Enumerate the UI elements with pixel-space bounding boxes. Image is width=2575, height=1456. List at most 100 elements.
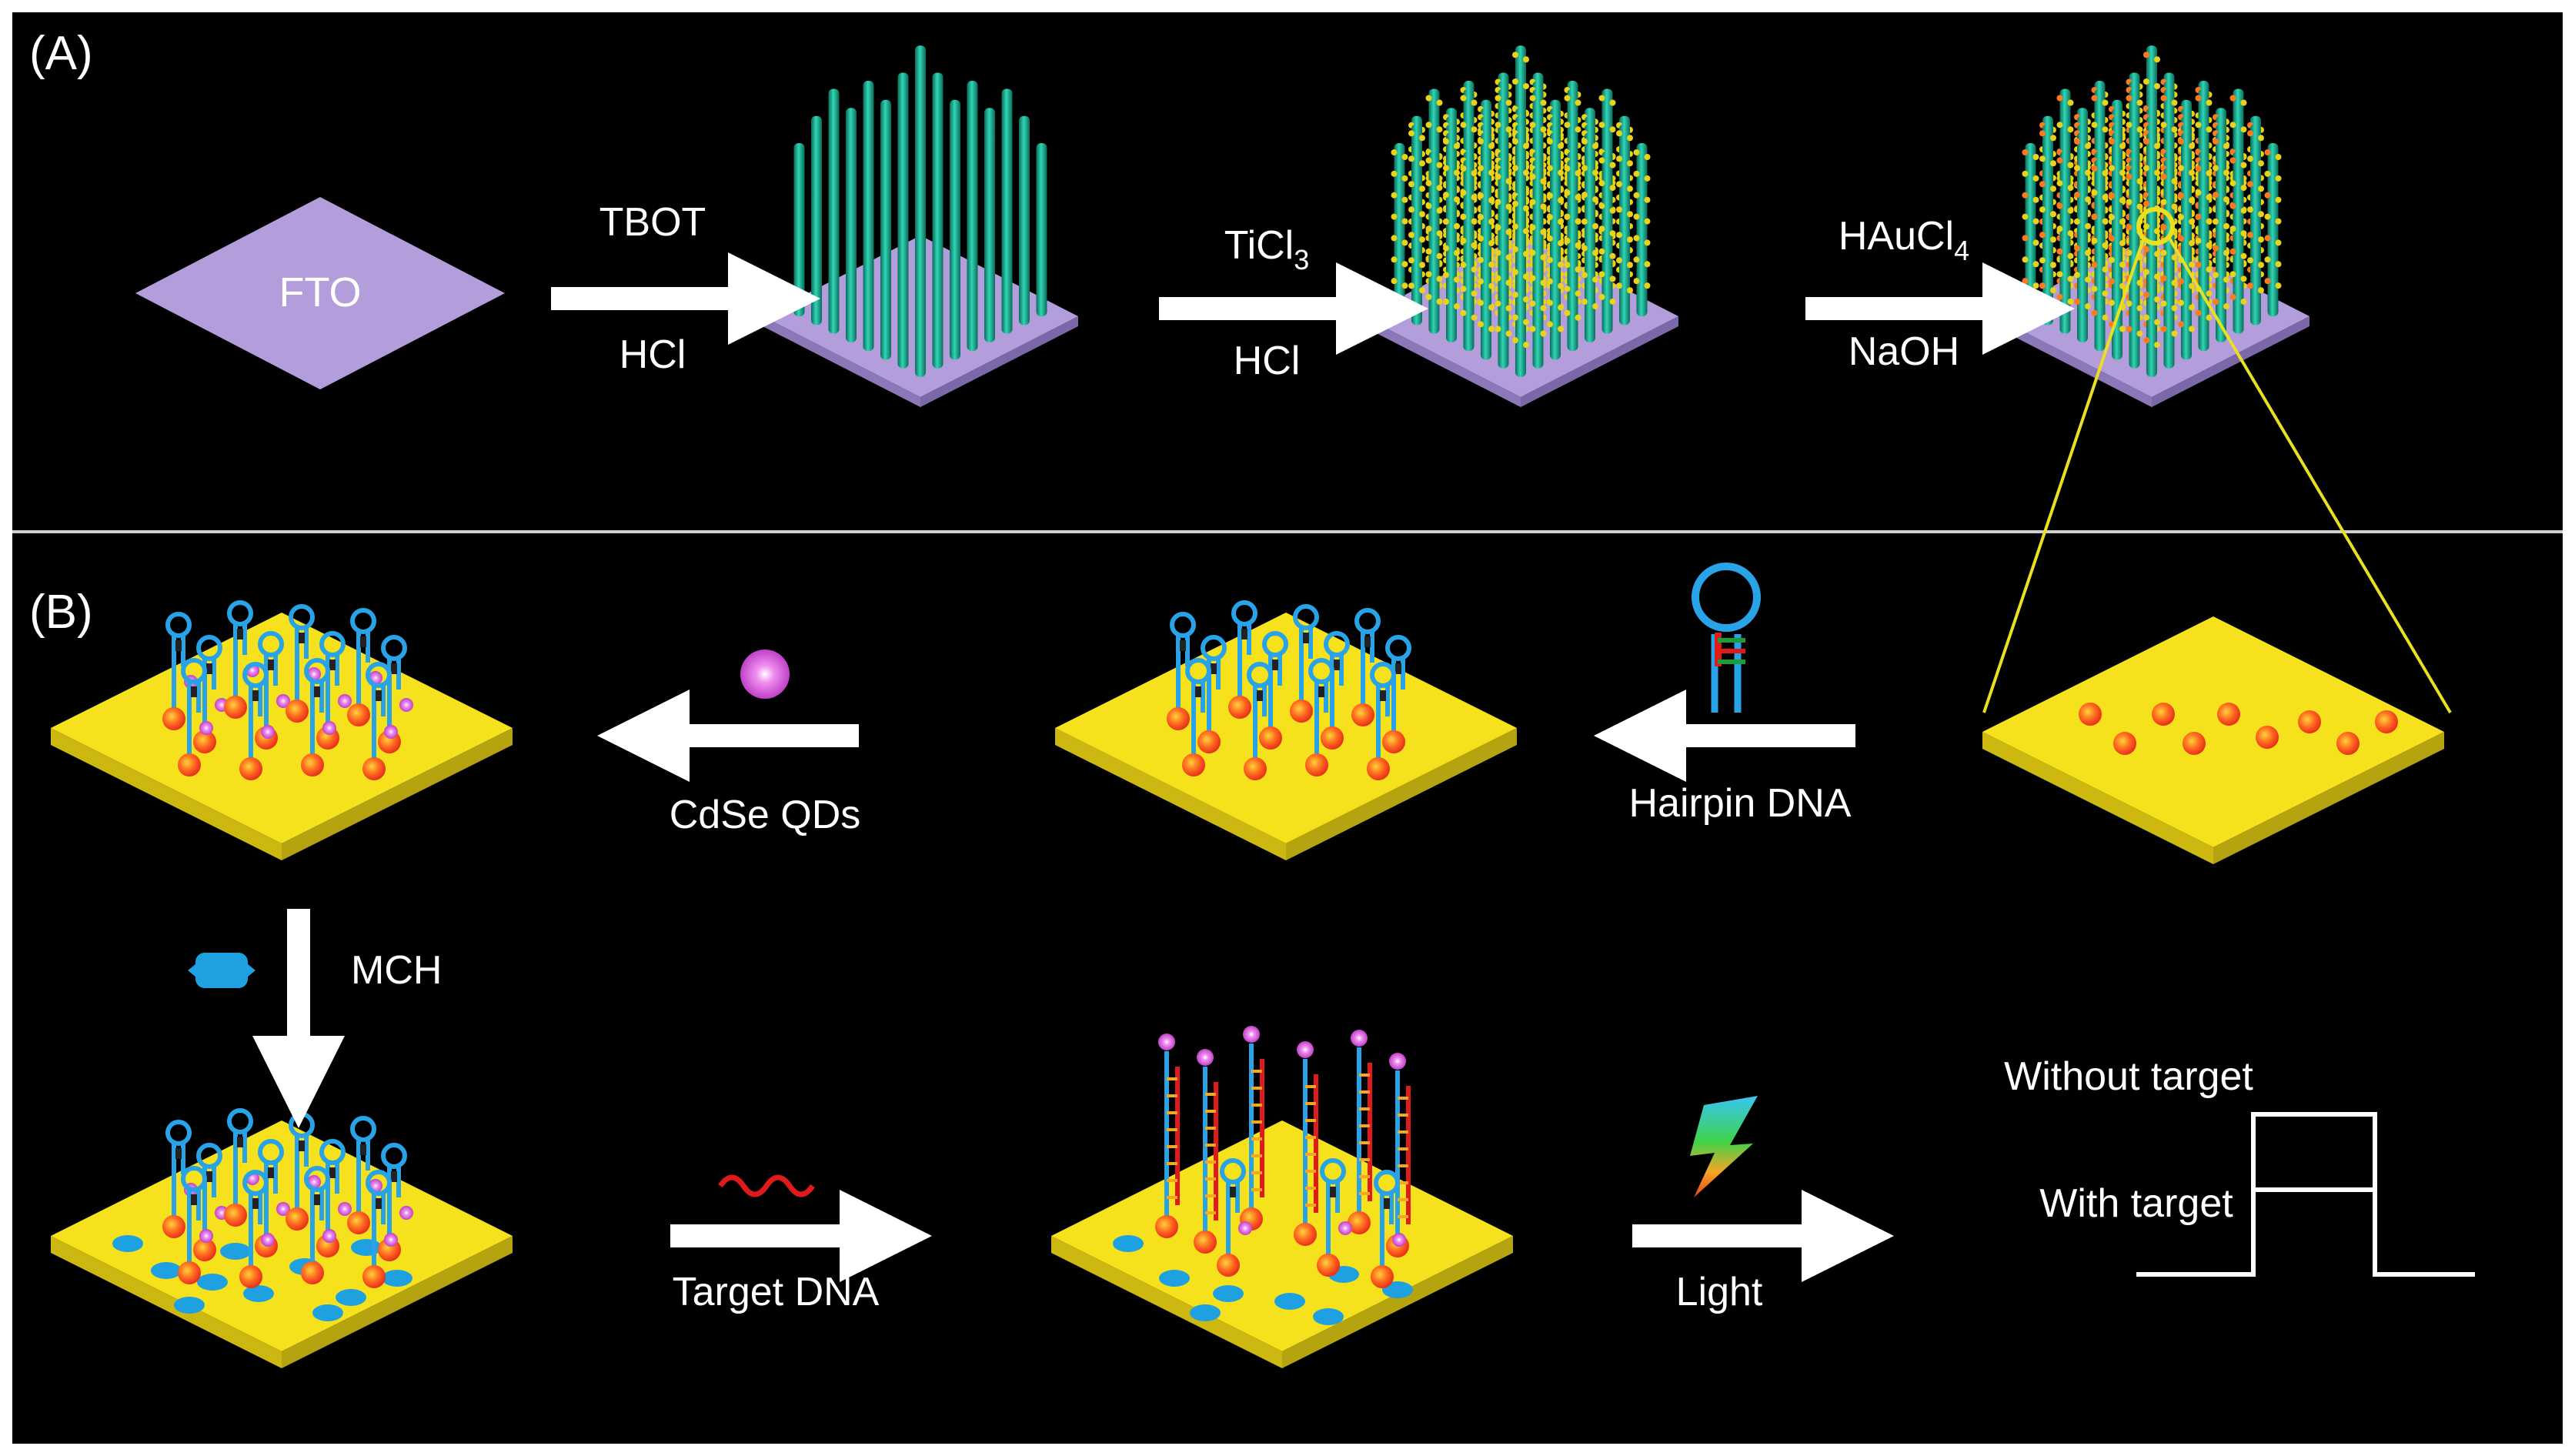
branch-dot	[2102, 99, 2109, 106]
au-nanoparticle-dot	[2143, 223, 2149, 230]
branch-dot	[1575, 126, 1581, 133]
nanorod	[1532, 167, 1544, 369]
branch-dot	[2223, 222, 2229, 229]
branch-dot	[1575, 218, 1581, 225]
branch-dot	[1547, 214, 1553, 221]
branch-dot	[2050, 160, 2056, 167]
branch-dot	[1436, 230, 1443, 237]
branch-dot	[2258, 211, 2264, 218]
branch-dot	[1436, 126, 1443, 133]
branch-dot	[2067, 207, 2074, 214]
au-nanoparticle-dot	[2160, 173, 2167, 180]
nanorod	[1394, 143, 1405, 316]
au-nanoparticle-dot	[2247, 282, 2253, 289]
au-nanoparticle-dot	[2160, 224, 2167, 231]
branch-dot	[1523, 250, 1529, 257]
au-nanoparticle-dot	[2143, 314, 2149, 321]
branch-dot	[1512, 165, 1518, 172]
branch-dot	[1505, 330, 1512, 337]
au-nanoparticle-dot	[2143, 337, 2149, 344]
nanorod	[846, 132, 857, 342]
nanorod	[932, 167, 943, 369]
branch-dot	[1564, 165, 1571, 172]
branch-dot	[2154, 82, 2160, 89]
branch-dot	[1454, 196, 1460, 203]
branch-dot	[1564, 95, 1571, 102]
au-nanoparticle	[1371, 1265, 1394, 1288]
nanorod	[950, 186, 960, 360]
branch-dot	[2119, 282, 2126, 289]
au-nanoparticle-dot	[2264, 278, 2271, 285]
nanorod	[1428, 151, 1440, 334]
au-nanoparticle-dot	[2247, 206, 2253, 213]
au-nanoparticle	[239, 1265, 262, 1288]
branch-dot	[1523, 82, 1529, 89]
branch-dot	[1408, 130, 1414, 137]
au-nanoparticle-dot	[2195, 237, 2202, 244]
au-nanoparticle	[1217, 1254, 1240, 1277]
au-nanoparticle	[224, 696, 247, 719]
au-nanoparticle-dot	[2143, 245, 2149, 252]
au-nanoparticle	[1348, 1211, 1371, 1234]
branch-dot	[2067, 99, 2074, 106]
au-nanoparticle-dot	[2264, 149, 2271, 155]
branch-dot	[1529, 199, 1536, 205]
branch-dot	[1592, 249, 1598, 256]
au-nanoparticle-dot	[2213, 138, 2219, 145]
mch-molecule	[1113, 1235, 1144, 1252]
branch-dot	[1436, 276, 1443, 282]
fto-platform-edge	[1521, 316, 1678, 407]
branch-dot	[1443, 138, 1449, 145]
branch-dot	[1644, 239, 1651, 246]
branch-dot	[2050, 185, 2056, 192]
branch-dot	[2258, 236, 2264, 243]
branch-dot	[2171, 126, 2178, 133]
branch-dot	[1598, 95, 1605, 102]
branch-dot	[1408, 181, 1414, 188]
cdse-qd	[338, 1202, 352, 1216]
au-nanoparticle-dot	[2126, 224, 2132, 231]
branch-dot	[1523, 342, 1529, 349]
branch-dot	[1633, 235, 1640, 242]
branch-dot	[1460, 262, 1467, 269]
au-nanoparticle	[286, 1207, 309, 1231]
hairpin-base-pair	[175, 640, 182, 651]
branch-dot	[1627, 160, 1633, 167]
au-nanoparticle-dot	[2039, 206, 2046, 213]
branch-dot	[1558, 304, 1564, 311]
au-nanoparticle-dot	[2126, 249, 2132, 256]
branch-dot	[1575, 314, 1581, 321]
branch-dot	[1512, 314, 1518, 321]
hairpin-loop	[1262, 631, 1288, 657]
au-nanoparticle-dot	[2074, 138, 2080, 145]
branch-dot	[1523, 273, 1529, 280]
mch-molecule	[382, 1270, 412, 1287]
hairpin-base-pair	[360, 1144, 366, 1155]
branch-dot	[2119, 326, 2126, 332]
branch-dot	[1512, 78, 1518, 85]
mch-icon	[188, 953, 255, 988]
branch-dot	[1505, 203, 1512, 210]
nanorod	[2181, 186, 2192, 360]
branch-dot	[1540, 126, 1547, 133]
branch-dot	[2223, 196, 2229, 203]
hairpin-loop	[165, 1120, 192, 1146]
au-nanoparticle-dot	[2126, 326, 2132, 332]
mch-molecule	[351, 1239, 382, 1256]
au-nanoparticle-dot	[2056, 271, 2063, 278]
au-nanoparticle-dot	[2022, 149, 2029, 155]
branch-dot	[1505, 178, 1512, 185]
au-nanoparticle	[2152, 703, 2175, 726]
branch-dot	[2032, 196, 2039, 203]
branch-dot	[1609, 99, 1616, 106]
gold-edge	[1051, 1236, 1282, 1368]
branch-dot	[1436, 207, 1443, 214]
step2-label-sub: 3	[1294, 244, 1309, 276]
branch-dot	[2119, 239, 2126, 246]
cdse-qd	[384, 725, 398, 739]
nanorod	[2250, 124, 2261, 326]
branch-dot	[1609, 230, 1616, 237]
branch-dot	[1616, 130, 1622, 137]
branch-dot	[1443, 272, 1449, 279]
nanorod	[2042, 124, 2053, 326]
